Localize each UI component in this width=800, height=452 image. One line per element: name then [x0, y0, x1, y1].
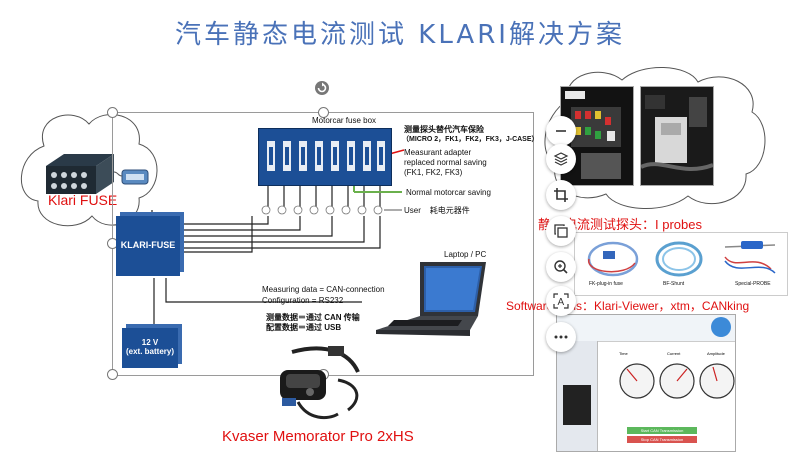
car-fuse-photo-2 — [640, 86, 714, 186]
gauge-label-amplitude: Amplitude — [707, 351, 725, 356]
software-screenshot: Time Current Amplitude Start CAN Transmi… — [556, 314, 736, 452]
measurant-adapter-text: Measurant adapter replaced normal saving… — [404, 148, 487, 178]
measuring-data-text: Measuring data = CAN-connection — [262, 285, 385, 294]
battery-line-1: 12 V — [141, 338, 159, 347]
wiring-diagram — [151, 149, 405, 328]
fuse-box-title: Motorcar fuse box — [312, 116, 377, 125]
svg-text:A: A — [558, 297, 565, 308]
config-cn-text: 配置数据＝通过 USB — [266, 323, 342, 332]
resize-handle-bottom-left[interactable] — [107, 369, 118, 380]
zoom-out-icon[interactable] — [546, 116, 576, 146]
software-tools-label: Software tools：Klari-Viewer，xtm，CANking — [506, 299, 750, 313]
image-toolbar: A — [544, 116, 578, 356]
kvaser-label: Kvaser Memorator Pro 2xHS — [222, 428, 414, 445]
laptop-image — [376, 262, 486, 336]
car-fuse-photo-1 — [560, 86, 634, 186]
current-probes-photo: FK-plug-in fuse BF-Shunt Special-PROBE — [574, 232, 788, 296]
normal-saving-text: Normal motorcar saving — [406, 188, 491, 197]
adapter-line-1: Measurant adapter — [404, 148, 472, 157]
slide-title: 汽车静态电流测试 KLARI解决方案 — [175, 20, 625, 50]
adapter-line-3: (FK1, FK2, FK3) — [404, 168, 463, 177]
klari-fuse-box: KLARI-FUSE — [116, 216, 180, 276]
more-options-icon[interactable] — [546, 322, 576, 352]
probe-caption-3: Special-PROBE — [735, 281, 771, 287]
measure-cn-text: 测量数据＝通过 CAN 传输 — [266, 313, 360, 322]
stop-can-button[interactable]: Stop CAN Transmission — [627, 436, 697, 443]
probe-caption-2: BF-Shunt — [663, 281, 685, 287]
kvaser-device-image — [280, 346, 360, 420]
laptop-label: Laptop / PC — [444, 250, 487, 259]
configuration-text: Configuration = RS232 — [262, 296, 344, 305]
start-can-button[interactable]: Start CAN Transmission — [627, 427, 697, 434]
battery-box: 12 V (ext. battery) — [122, 328, 178, 368]
gauge-label-time: Time — [619, 351, 628, 356]
rotate-handle[interactable] — [314, 80, 330, 96]
zoom-in-icon[interactable] — [546, 252, 576, 282]
klari-fuse-device — [44, 148, 149, 194]
resize-handle-top-left[interactable] — [107, 107, 118, 118]
current-probes-label: 静态电流测试探头：I probes — [538, 217, 702, 232]
gauge-label-current: Current — [667, 351, 681, 356]
klari-fuse-label: Klari FUSE — [48, 192, 118, 208]
user-text: User 耗电元器件 — [404, 206, 470, 215]
probe-caption-1: FK-plug-in fuse — [589, 281, 623, 287]
klari-fuse-box-label: KLARI-FUSE — [120, 240, 176, 250]
adapter-line-2: replaced normal saving — [404, 158, 487, 167]
battery-line-2: (ext. battery) — [125, 347, 174, 356]
motorcar-fuse-box — [258, 128, 392, 186]
probe-replace-text: 测量探头替代汽车保险 — [404, 125, 484, 134]
duplicate-icon[interactable] — [546, 216, 576, 246]
ocr-text-icon[interactable]: A — [546, 286, 576, 316]
probe-types-text: （MICRO 2，FK1，FK2，FK3，J-CASE） — [402, 136, 539, 143]
layers-icon[interactable] — [546, 144, 576, 174]
crop-icon[interactable] — [546, 180, 576, 210]
resize-handle-top[interactable] — [318, 107, 329, 118]
